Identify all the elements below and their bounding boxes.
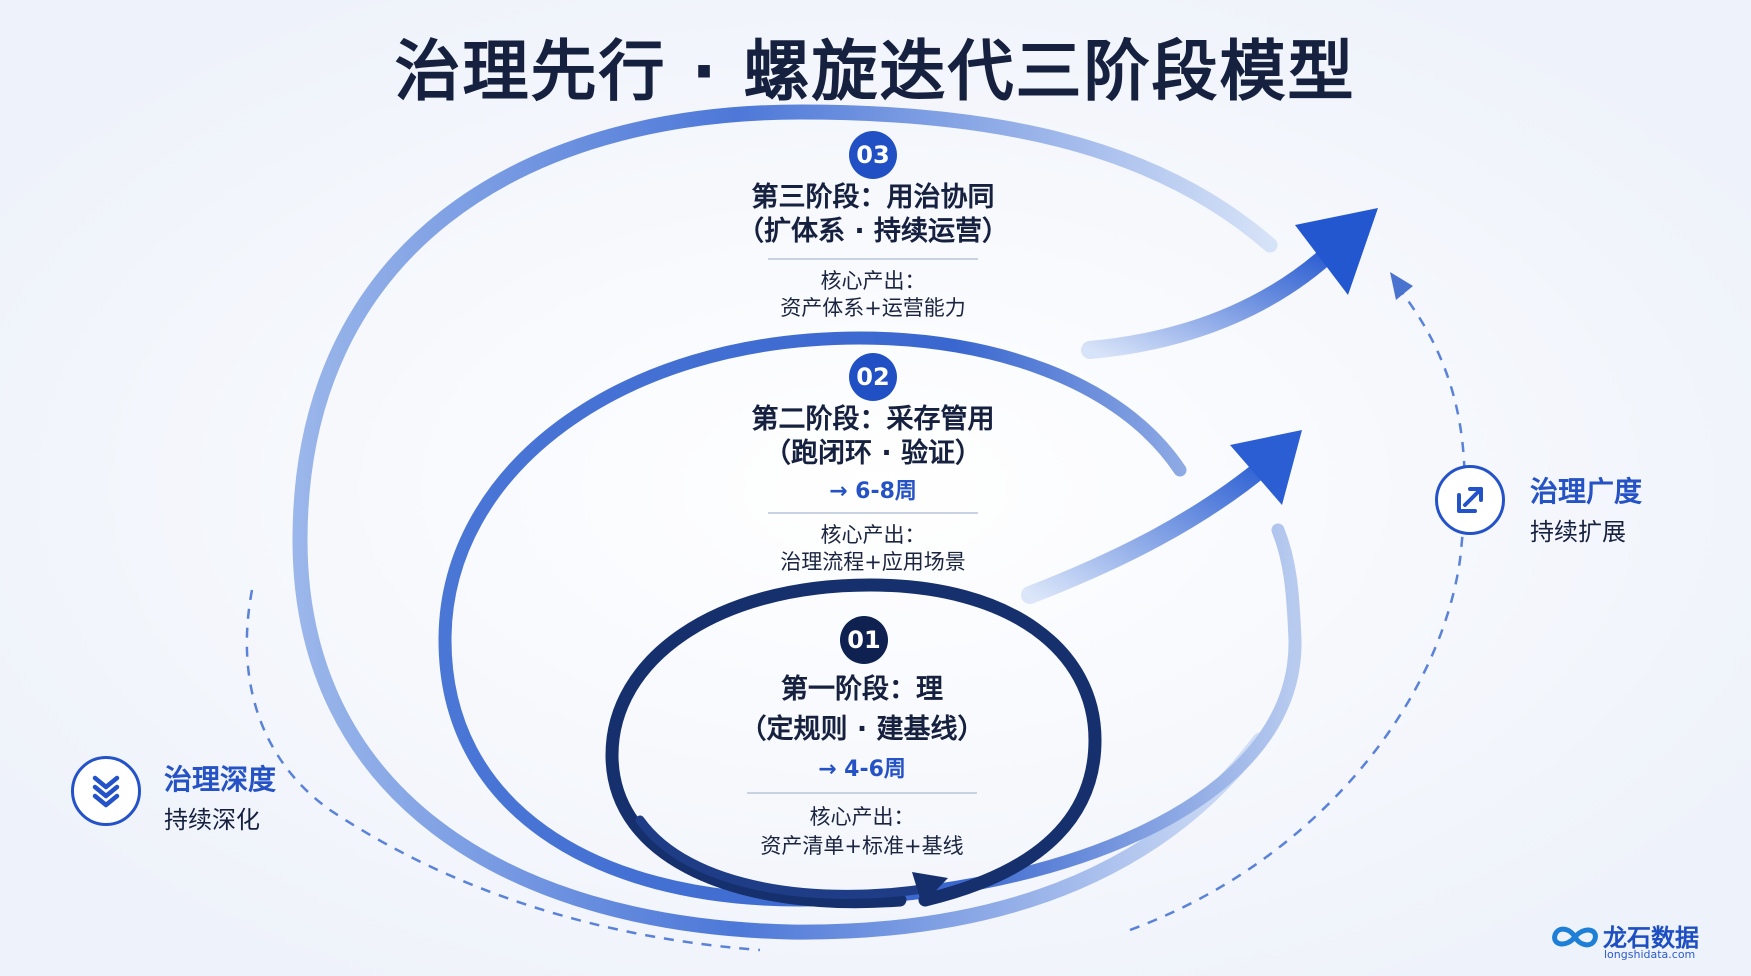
- stage1-subtitle: （定规则 · 建基线）: [739, 714, 985, 745]
- breadth-subtitle: 持续扩展: [1530, 518, 1626, 546]
- chevrons-down-icon: [92, 775, 120, 808]
- stage3-arrowhead: [1295, 208, 1378, 295]
- outer-loop: [292, 104, 1278, 940]
- stage2-name: 第二阶段：采存管用: [751, 404, 995, 435]
- stage1-output: 资产清单+标准+基线: [760, 834, 964, 858]
- stage3-badge: 03: [849, 131, 897, 179]
- inner-loop: [605, 578, 1102, 909]
- depth-subtitle: 持续深化: [164, 806, 260, 834]
- stage2-arrowhead: [1230, 430, 1302, 505]
- middle-loop: [438, 331, 1302, 907]
- page-title: 治理先行 · 螺旋迭代三阶段模型: [394, 33, 1356, 110]
- stage1-name: 第一阶段：理: [781, 674, 943, 705]
- stage1-output-label: 核心产出：: [809, 805, 915, 829]
- stage3-output: 资产体系+运营能力: [780, 296, 966, 320]
- stage3-arrow-tail: [1081, 239, 1344, 359]
- depth-title: 治理深度: [164, 763, 277, 796]
- depth-icon-circle: [71, 756, 141, 826]
- stage1-divider: [747, 792, 977, 794]
- breadth-title: 治理广度: [1530, 475, 1643, 508]
- stage2-badge: 02: [849, 353, 897, 401]
- breadth-dashed-arrowhead: [1390, 272, 1413, 300]
- stage2-divider: [768, 512, 978, 514]
- stage1-arrowhead: [912, 872, 948, 905]
- stage2-subtitle: （跑闭环 · 验证）: [763, 438, 983, 469]
- stage2-output-label: 核心产出：: [820, 523, 926, 547]
- stage3-subtitle: （扩体系 · 持续运营）: [736, 216, 1010, 247]
- stage3-divider: [768, 258, 978, 260]
- stage3-output-label: 核心产出：: [820, 269, 926, 293]
- stage3-name: 第三阶段：用治协同: [751, 182, 995, 213]
- depth-dashed-arc: [245, 589, 761, 952]
- stage1-duration: → 4-6周: [818, 757, 906, 782]
- breadth-icon-circle: [1435, 465, 1505, 535]
- stage2-output: 治理流程+应用场景: [780, 550, 966, 574]
- stage2-duration: → 6-8周: [829, 479, 917, 504]
- stage1-badge: 01: [840, 616, 888, 664]
- logo-name: 龙石数据: [1603, 924, 1699, 952]
- expand-arrow-icon: [1457, 487, 1483, 513]
- stage2-arrow-tail: [1021, 454, 1277, 604]
- inner-arrow-tail: [635, 815, 935, 899]
- infinity-logo-icon: [1552, 926, 1598, 948]
- breadth-dashed-arc: [1129, 289, 1466, 932]
- logo-url: longshidata.com: [1604, 948, 1696, 961]
